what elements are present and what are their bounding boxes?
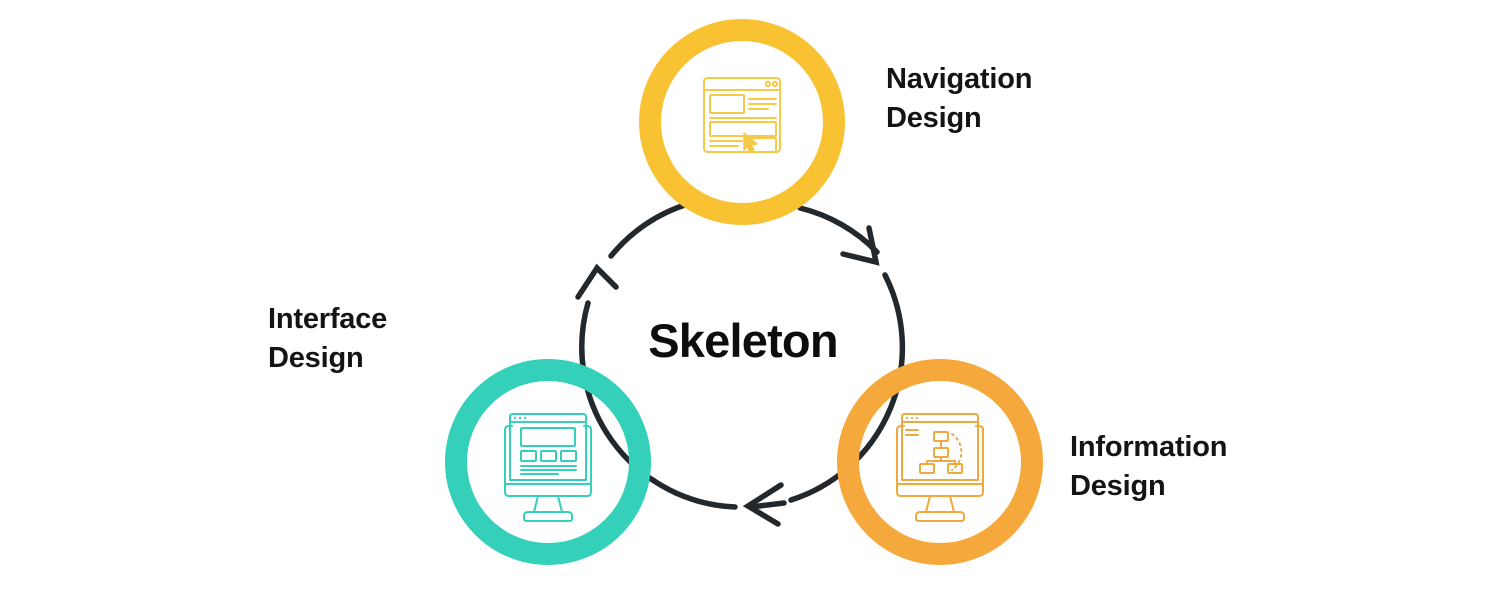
node-navigation-design[interactable] [639,19,845,225]
arrowhead-to-interface [742,482,784,527]
arrowhead-to-navigation [575,263,619,300]
information-ring [837,359,1043,565]
flow-arc-top-left-segment [608,201,691,259]
arrowhead-to-information [840,225,880,266]
label-navigation-design: Navigation Design [886,63,1033,134]
node-information-design[interactable] [837,359,1043,565]
label-interface-design: Interface Design [268,303,388,374]
monitor-wireframe-icon [504,413,592,522]
label-information-design: Information Design [1070,431,1228,502]
flow-arc-navigation-to-information [797,205,880,255]
center-title: Skeleton [648,314,838,367]
flow-arc-right-segment [788,272,906,503]
interface-ring [445,359,651,565]
flow-arrowhead-bottom-lead [748,500,787,510]
browser-window-cursor-icon [703,77,781,153]
flow-arc-bottom-left-segment [579,300,738,510]
node-interface-design[interactable] [445,359,651,565]
flow-arrows [575,201,906,527]
monitor-sitemap-icon [896,413,984,522]
navigation-ring [639,19,845,225]
